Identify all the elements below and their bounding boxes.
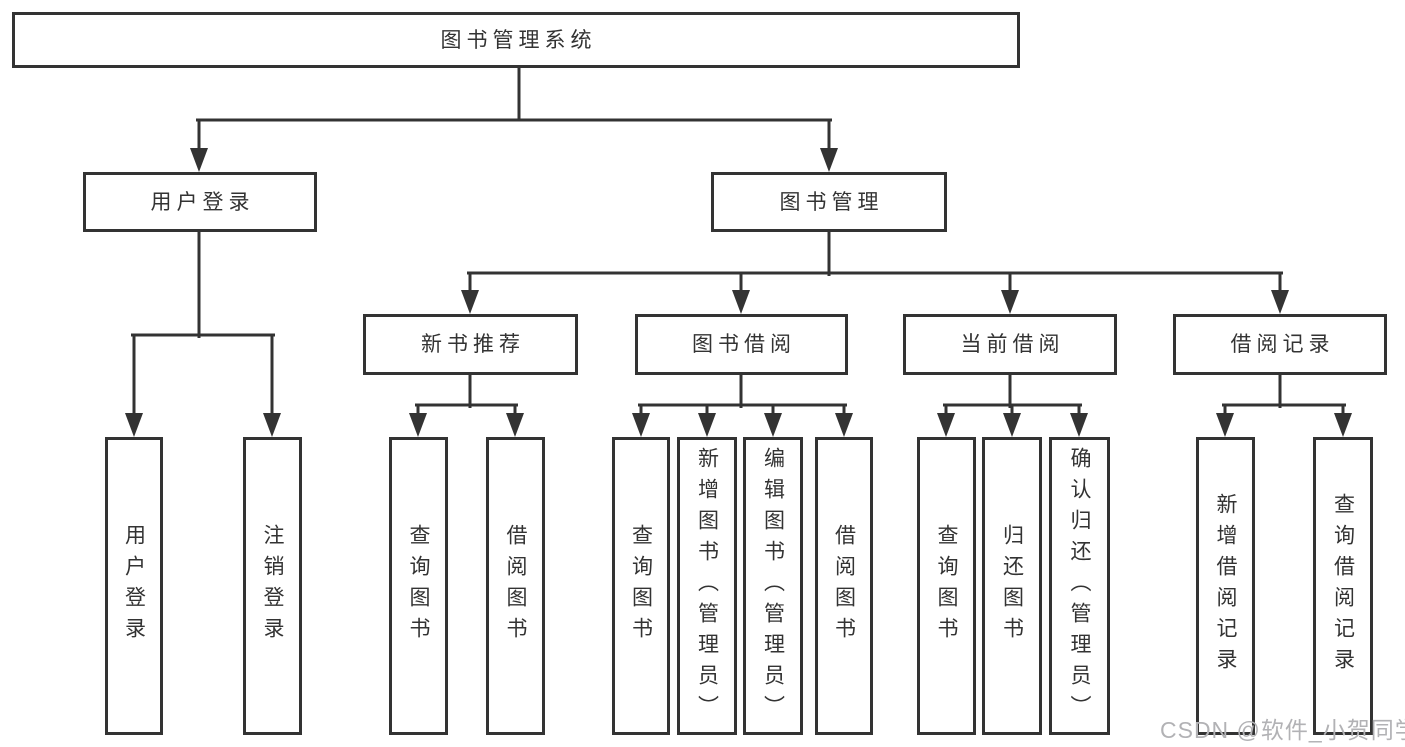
node-query-borrow-record: 查询借阅记录: [1313, 437, 1373, 735]
node-query-books-recommend: 查询图书: [389, 437, 448, 735]
node-borrowing-records: 借阅记录: [1173, 314, 1387, 375]
node-edit-books-admin: 编辑图书（管理员）: [743, 437, 803, 735]
watermark: CSDN @软件_小贺同学: [1160, 717, 1405, 743]
node-book-borrowing: 图书借阅: [635, 314, 848, 375]
node-library-management-system: 图书管理系统: [12, 12, 1020, 68]
node-add-books-admin: 新增图书（管理员）: [677, 437, 737, 735]
node-book-management: 图书管理: [711, 172, 947, 232]
node-return-books: 归还图书: [982, 437, 1042, 735]
node-user-login-leaf: 用户登录: [105, 437, 163, 735]
node-query-books-borrowing: 查询图书: [612, 437, 670, 735]
node-borrow-books-leaf: 借阅图书: [815, 437, 873, 735]
node-confirm-return-admin: 确认归还（管理员）: [1049, 437, 1110, 735]
node-current-borrowing: 当前借阅: [903, 314, 1117, 375]
node-logout: 注销登录: [243, 437, 302, 735]
node-new-book-recommendation: 新书推荐: [363, 314, 578, 375]
node-query-books-current: 查询图书: [917, 437, 976, 735]
arrowhead-icons: [125, 148, 1352, 437]
node-borrow-books-recommend: 借阅图书: [486, 437, 545, 735]
node-add-borrow-record: 新增借阅记录: [1196, 437, 1255, 735]
node-user-login: 用户登录: [83, 172, 317, 232]
